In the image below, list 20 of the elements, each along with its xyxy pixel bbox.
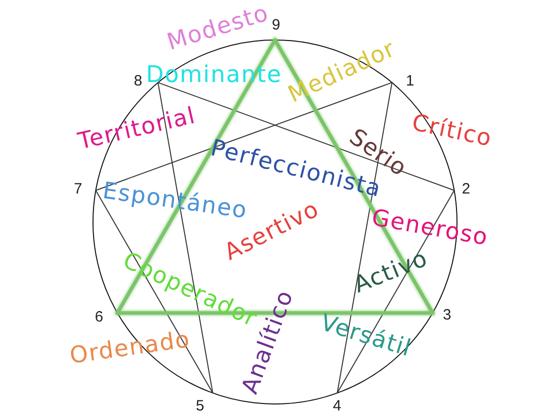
triangle-line <box>116 311 434 315</box>
connector-line <box>95 190 214 394</box>
connector-line <box>158 82 214 394</box>
point-number: 9 <box>272 18 280 32</box>
trait-label: Ordenado <box>68 328 192 368</box>
trait-label: Crítico <box>410 110 494 152</box>
connector-line <box>336 82 392 394</box>
point-number: 2 <box>462 182 470 196</box>
connector-line <box>158 82 455 191</box>
triangle-line <box>273 38 434 315</box>
point-number: 3 <box>442 308 452 322</box>
point-number: 6 <box>94 310 104 324</box>
point-number: 7 <box>74 182 82 196</box>
point-number: 8 <box>134 74 142 88</box>
connector-line <box>95 82 392 191</box>
connector-line <box>336 190 455 394</box>
point-number: 1 <box>406 74 414 88</box>
triangle-line <box>116 38 277 315</box>
point-number: 4 <box>332 398 342 414</box>
point-number: 5 <box>196 398 204 414</box>
